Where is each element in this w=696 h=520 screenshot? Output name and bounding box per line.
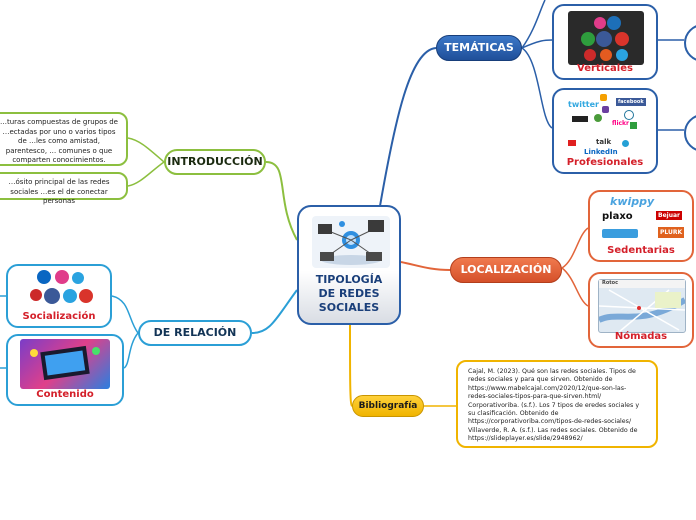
link-intro-1 (127, 137, 165, 163)
socializacion-icons-image (18, 268, 102, 310)
link-de-relacion (251, 289, 298, 334)
plus-icon (630, 122, 637, 129)
verticales-social-icons-image (568, 11, 644, 65)
myspace-icon (602, 106, 609, 113)
kwippy-logo: kwippy (610, 195, 655, 208)
branch-introduccion[interactable]: INTRODUCCIÓN (164, 149, 266, 175)
youtube-icon (568, 140, 576, 146)
card-verticales-label: Verticales (577, 63, 633, 74)
sedentarias-logos-image: kwippy plaxo Bejuar PLURK (598, 195, 686, 245)
link-introduccion (265, 161, 298, 241)
map-header-logo: Rotoc (602, 280, 619, 286)
card-contenido[interactable]: Contenido (6, 334, 124, 406)
card-socializacion-label: Socialización (22, 311, 96, 322)
intro-purpose-note: …ósito principal de las redes sociales …… (0, 172, 128, 205)
central-topic[interactable]: TIPOLOGÍA DE REDES SOCIALES (297, 205, 401, 325)
bebo-logo: Bejuar (656, 211, 682, 220)
xing-icon (572, 116, 588, 122)
plaxo-logo: plaxo (602, 211, 633, 222)
card-socializacion[interactable]: Socialización (6, 264, 112, 328)
intro-definition-note: …turas compuestas de grupos de …ectadas … (0, 112, 128, 166)
flickr-logo: flickr (612, 120, 630, 127)
talk-logo: talk (596, 138, 612, 146)
card-nomadas-label: Nómadas (614, 331, 668, 342)
plurk-logo: PLURK (658, 227, 685, 238)
nomadas-map-image: Rotoc (597, 279, 687, 333)
branch-bibliografia[interactable]: Bibliografía (352, 395, 424, 417)
profesionales-logos-image: twitter facebook flickr talk LinkedIn (564, 94, 650, 156)
twitter-logo: twitter (568, 100, 599, 109)
link-localizacion (400, 261, 451, 271)
card-profesionales-label: Profesionales (566, 157, 644, 168)
facebook-logo: facebook (616, 98, 646, 106)
wordpress-icon (624, 110, 634, 120)
link-contenido (123, 332, 139, 369)
card-sedentarias-label: Sedentarias (607, 245, 675, 256)
card-nomadas[interactable]: Rotoc Nómadas (588, 272, 694, 348)
link-top-offscreen (521, 0, 546, 49)
contenido-laptop-image (20, 339, 110, 389)
link-intro-2 (127, 161, 165, 187)
link-profesionales (521, 47, 553, 129)
network-illustration (312, 216, 390, 268)
link-verticales (521, 39, 553, 49)
bibliografia-references: Cajal, M. (2023). Qué son las redes soci… (456, 360, 658, 448)
link-sedentarias (561, 227, 589, 269)
blue-dot-icon (622, 140, 629, 147)
link-bibliografia (349, 324, 353, 407)
card-sedentarias[interactable]: kwippy plaxo Bejuar PLURK Sedentarias (588, 190, 694, 262)
blogger-icon (600, 94, 607, 101)
card-verticales[interactable]: Verticales (552, 4, 658, 80)
link-tematicas (379, 47, 437, 207)
branch-localizacion[interactable]: LOCALIZACIÓN (450, 257, 562, 283)
blogpoint-logo (602, 229, 638, 238)
green-network-icon (594, 114, 602, 122)
branch-tematicas[interactable]: TEMÁTICAS (436, 35, 522, 61)
linkedin-logo: LinkedIn (584, 148, 618, 156)
branch-de-relacion[interactable]: DE RELACIÓN (138, 320, 252, 346)
card-profesionales[interactable]: twitter facebook flickr talk LinkedIn Pr… (552, 88, 658, 174)
link-socializacion (111, 295, 139, 334)
card-contenido-label: Contenido (36, 389, 94, 400)
link-nomadas (561, 267, 589, 307)
central-topic-title: TIPOLOGÍA DE REDES SOCIALES (315, 273, 383, 314)
